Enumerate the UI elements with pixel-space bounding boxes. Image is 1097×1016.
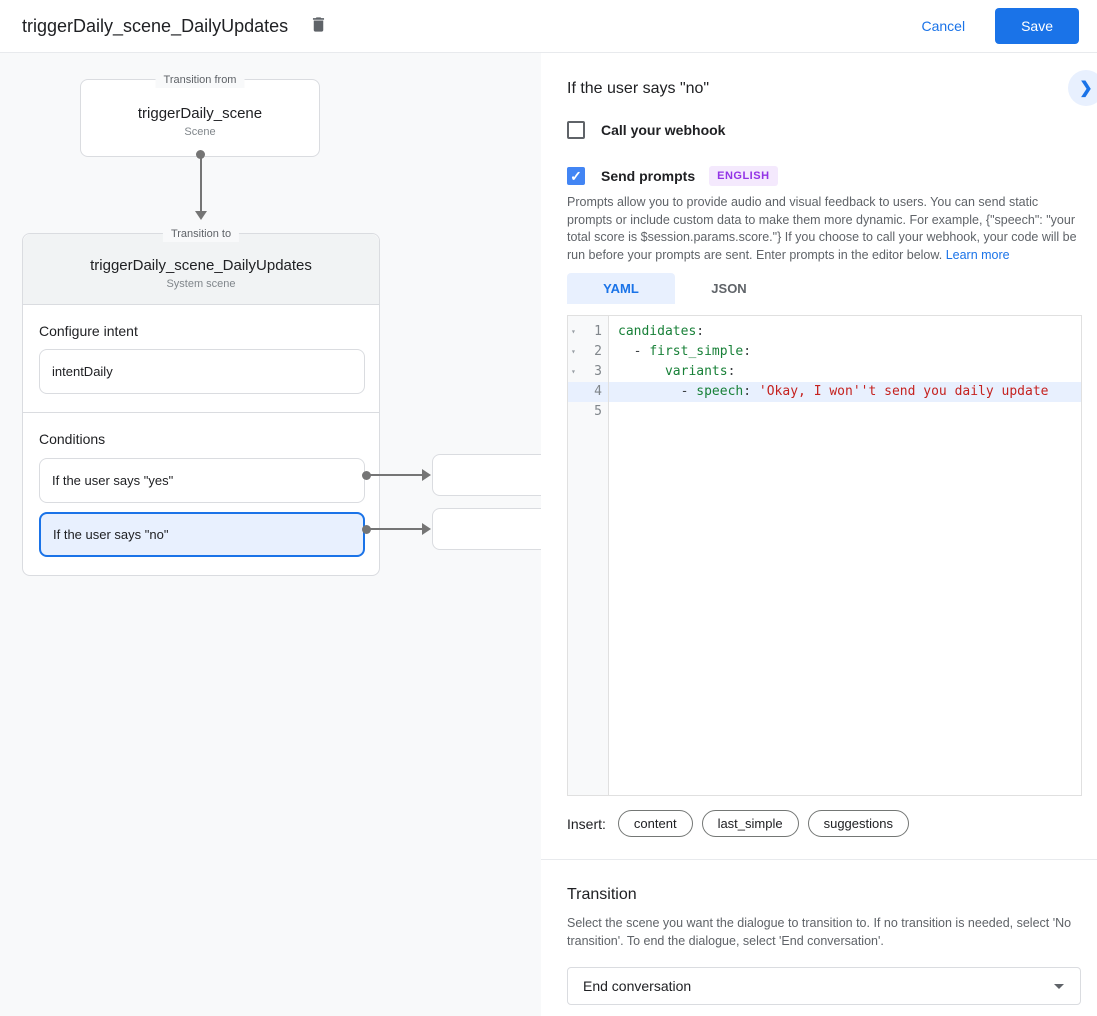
condition-detail-panel: ❯ If the user says "no" Call your webhoo… (541, 53, 1097, 1016)
condition-yes-target-node[interactable] (432, 454, 541, 496)
code-line[interactable]: - first_simple: (609, 342, 1081, 362)
fold-arrow-icon[interactable]: ▾ (571, 347, 576, 356)
transition-to-node: Transition to triggerDaily_scene_DailyUp… (22, 226, 380, 576)
scene-diagram-canvas: Transition from triggerDaily_scene Scene… (0, 53, 541, 1016)
editor-code-area[interactable]: candidates: - first_simple: variants: - … (609, 316, 1081, 795)
insert-chips: content last_simple suggestions (617, 810, 918, 837)
connector-line (200, 156, 202, 212)
gutter-row: ▾3 (568, 362, 608, 382)
transition-from-legend: Transition from (155, 72, 245, 88)
gutter-row: ▾1 (568, 322, 608, 342)
tab-json[interactable]: JSON (711, 281, 747, 296)
gutter-row: 5 (568, 402, 608, 422)
condition-no-connector (366, 528, 423, 530)
line-number: 1 (594, 324, 602, 339)
code-token-plain: : (743, 384, 759, 399)
delete-button[interactable] (304, 12, 332, 40)
code-token-key: speech (696, 384, 744, 399)
conditions-section: Conditions If the user says "yes"If the … (23, 413, 379, 575)
code-line[interactable] (609, 402, 1081, 422)
insert-row: Insert: content last_simple suggestions (567, 810, 918, 837)
insert-chip-last_simple[interactable]: last_simple (701, 810, 799, 837)
prompts-description: Prompts allow you to provide audio and v… (567, 194, 1081, 264)
code-token-string: 'Okay, I won''t send you daily update (758, 384, 1049, 399)
insert-label: Insert: (567, 815, 606, 832)
send-prompts-label: Send prompts (601, 168, 696, 184)
learn-more-link[interactable]: Learn more (945, 247, 1010, 262)
code-token-plain: : (727, 364, 736, 379)
code-token-plain (618, 364, 665, 379)
save-button[interactable]: Save (995, 8, 1079, 44)
condition-no-target-node[interactable] (432, 508, 541, 550)
to-scene-header[interactable]: triggerDaily_scene_DailyUpdates System s… (23, 234, 379, 305)
prompts-description-text: Prompts allow you to provide audio and v… (567, 195, 1077, 262)
code-line[interactable]: candidates: (609, 322, 1081, 342)
condition-yes-arrowhead (422, 469, 431, 481)
condition-item[interactable]: If the user says "no" (39, 512, 365, 557)
code-token-plain: - (618, 384, 697, 399)
transition-to-legend: Transition to (162, 226, 240, 242)
condition-yes-connector (366, 474, 423, 476)
connector-dot (196, 150, 205, 159)
code-token-plain: - (618, 344, 650, 359)
top-bar: triggerDaily_scene_DailyUpdates Cancel S… (0, 0, 1097, 53)
chevron-right-icon: ❯ (1079, 80, 1093, 97)
gutter-row: 4 (568, 382, 608, 402)
fold-arrow-icon[interactable]: ▾ (571, 327, 576, 336)
line-number: 2 (594, 344, 602, 359)
from-scene-name: triggerDaily_scene (137, 104, 263, 122)
cancel-button[interactable]: Cancel (921, 18, 966, 34)
connector-arrowhead (195, 211, 207, 220)
configure-intent-section: Configure intent intentDaily (23, 305, 379, 413)
code-token-plain: : (696, 324, 705, 339)
transition-description: Select the scene you want the dialogue t… (567, 916, 1072, 948)
trash-icon (309, 15, 328, 37)
transition-dropdown[interactable]: End conversation (567, 967, 1081, 1005)
line-number: 4 (594, 384, 602, 399)
gutter-row: ▾2 (568, 342, 608, 362)
panel-divider (541, 859, 1097, 860)
collapse-panel-button[interactable]: ❯ (1068, 70, 1097, 106)
tab-yaml[interactable]: YAML (567, 273, 675, 304)
insert-chip-content[interactable]: content (617, 810, 693, 837)
code-token-key: first_simple (649, 344, 744, 359)
line-number: 5 (594, 404, 602, 419)
call-webhook-label: Call your webhook (601, 122, 726, 138)
code-line[interactable]: - speech: 'Okay, I won''t send you daily… (609, 382, 1081, 402)
condition-no-arrowhead (422, 523, 431, 535)
condition-item[interactable]: If the user says "yes" (39, 458, 365, 503)
editor-format-tabs: YAML JSON (567, 273, 783, 304)
fold-spacer (568, 402, 581, 422)
code-token-plain: : (743, 344, 752, 359)
transition-from-node[interactable]: Transition from triggerDaily_scene Scene (80, 72, 320, 157)
intent-field[interactable]: intentDaily (39, 349, 365, 394)
prompts-row: ✓ Send prompts ENGLISH (567, 166, 778, 186)
code-token-key: candidates (618, 324, 697, 339)
code-token-key: variants (664, 364, 728, 379)
fold-spacer (568, 382, 581, 402)
code-line[interactable]: variants: (609, 362, 1081, 382)
insert-chip-suggestions[interactable]: suggestions (807, 810, 909, 837)
call-webhook-checkbox[interactable] (567, 121, 585, 139)
transition-dropdown-value: End conversation (583, 978, 692, 994)
to-scene-type: System scene (166, 277, 236, 290)
configure-intent-label: Configure intent (39, 323, 138, 339)
webhook-row: Call your webhook (567, 121, 725, 139)
chevron-down-icon (1054, 983, 1064, 989)
line-number: 3 (594, 364, 602, 379)
from-scene-type: Scene (184, 125, 216, 138)
conditions-label: Conditions (39, 431, 106, 447)
transition-heading: Transition (567, 886, 637, 903)
fold-arrow-icon[interactable]: ▾ (571, 367, 576, 376)
send-prompts-checkbox[interactable]: ✓ (567, 167, 585, 185)
language-badge: ENGLISH (709, 166, 778, 186)
page-title: triggerDaily_scene_DailyUpdates (22, 15, 289, 36)
panel-title: If the user says "no" (567, 80, 710, 97)
to-scene-name: triggerDaily_scene_DailyUpdates (90, 256, 312, 274)
conditions-list: If the user says "yes" If the user says "… (39, 458, 365, 557)
